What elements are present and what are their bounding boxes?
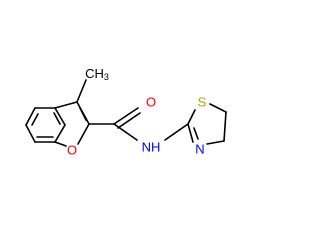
bond — [209, 103, 227, 113]
bond — [206, 140, 225, 145]
furan-oxygen-label: O — [67, 143, 77, 158]
molecule-diagram: CH3 O O NH S N — [25, 66, 227, 158]
bond-double — [193, 127, 199, 140]
bond-inner — [31, 113, 39, 126]
bond — [54, 107, 66, 126]
bond — [25, 124, 36, 143]
bond — [76, 79, 87, 103]
bond — [54, 124, 66, 143]
ring-nitrogen-label: N — [195, 142, 204, 157]
bond — [164, 123, 189, 141]
methyl-label: CH3 — [85, 66, 109, 83]
bond — [187, 123, 194, 143]
sulfur-label: S — [198, 95, 207, 110]
carbonyl-oxygen-label: O — [146, 95, 156, 110]
bond — [25, 107, 36, 126]
bond — [77, 123, 90, 145]
structure-svg: CH3 O O NH S N — [25, 66, 227, 158]
bond — [113, 123, 138, 141]
bond-double — [117, 112, 141, 129]
bond — [187, 109, 196, 125]
bond-inner — [79, 107, 87, 121]
bond — [223, 111, 227, 142]
bond — [113, 107, 139, 125]
bond — [54, 141, 67, 147]
bond-inner — [53, 112, 61, 125]
bond — [54, 101, 78, 109]
amide-nitrogen-label: NH — [142, 140, 161, 155]
bonds — [25, 79, 227, 147]
